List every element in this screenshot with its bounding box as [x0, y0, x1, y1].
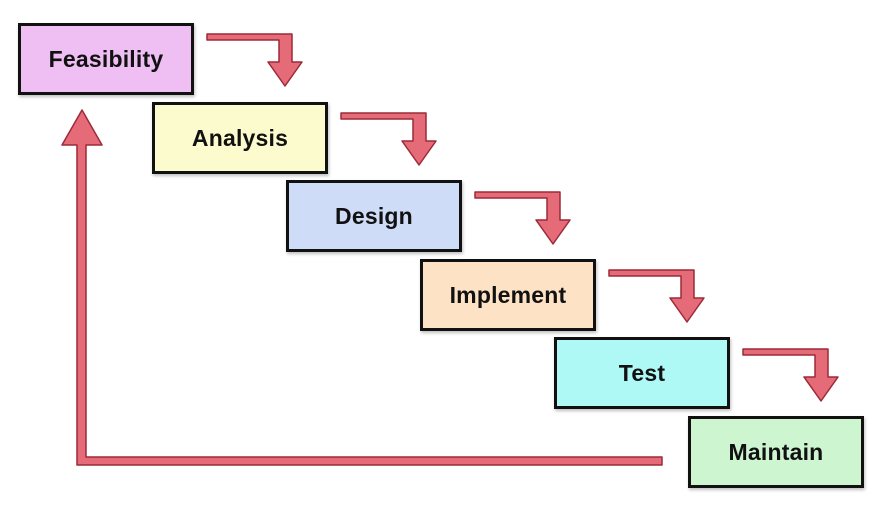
step-arrow-shape [474, 191, 571, 245]
stage-label-implement: Implement [449, 281, 567, 308]
step-arrow-analysis-to-design [340, 112, 437, 166]
stage-test: Test [554, 337, 730, 409]
step-arrow-shape [340, 112, 437, 166]
step-arrow-shape [206, 33, 303, 87]
step-arrow-shape [742, 348, 839, 402]
step-arrow-implement-to-test [608, 269, 705, 323]
step-arrow-test-to-maintain [742, 348, 839, 402]
step-arrow-feasibility-to-analysis [206, 33, 303, 87]
stage-implement: Implement [420, 259, 596, 331]
step-arrow-design-to-implement [474, 191, 571, 245]
stage-feasibility: Feasibility [18, 23, 194, 95]
stage-design: Design [286, 180, 462, 252]
stage-label-design: Design [335, 202, 413, 229]
stage-analysis: Analysis [152, 102, 328, 174]
stage-label-feasibility: Feasibility [48, 45, 164, 72]
stage-label-maintain: Maintain [728, 438, 824, 465]
step-arrow-shape [608, 269, 705, 323]
stage-maintain: Maintain [688, 416, 864, 488]
stage-label-test: Test [618, 359, 666, 386]
stage-label-analysis: Analysis [191, 124, 289, 151]
feedback-arrow [61, 109, 663, 466]
